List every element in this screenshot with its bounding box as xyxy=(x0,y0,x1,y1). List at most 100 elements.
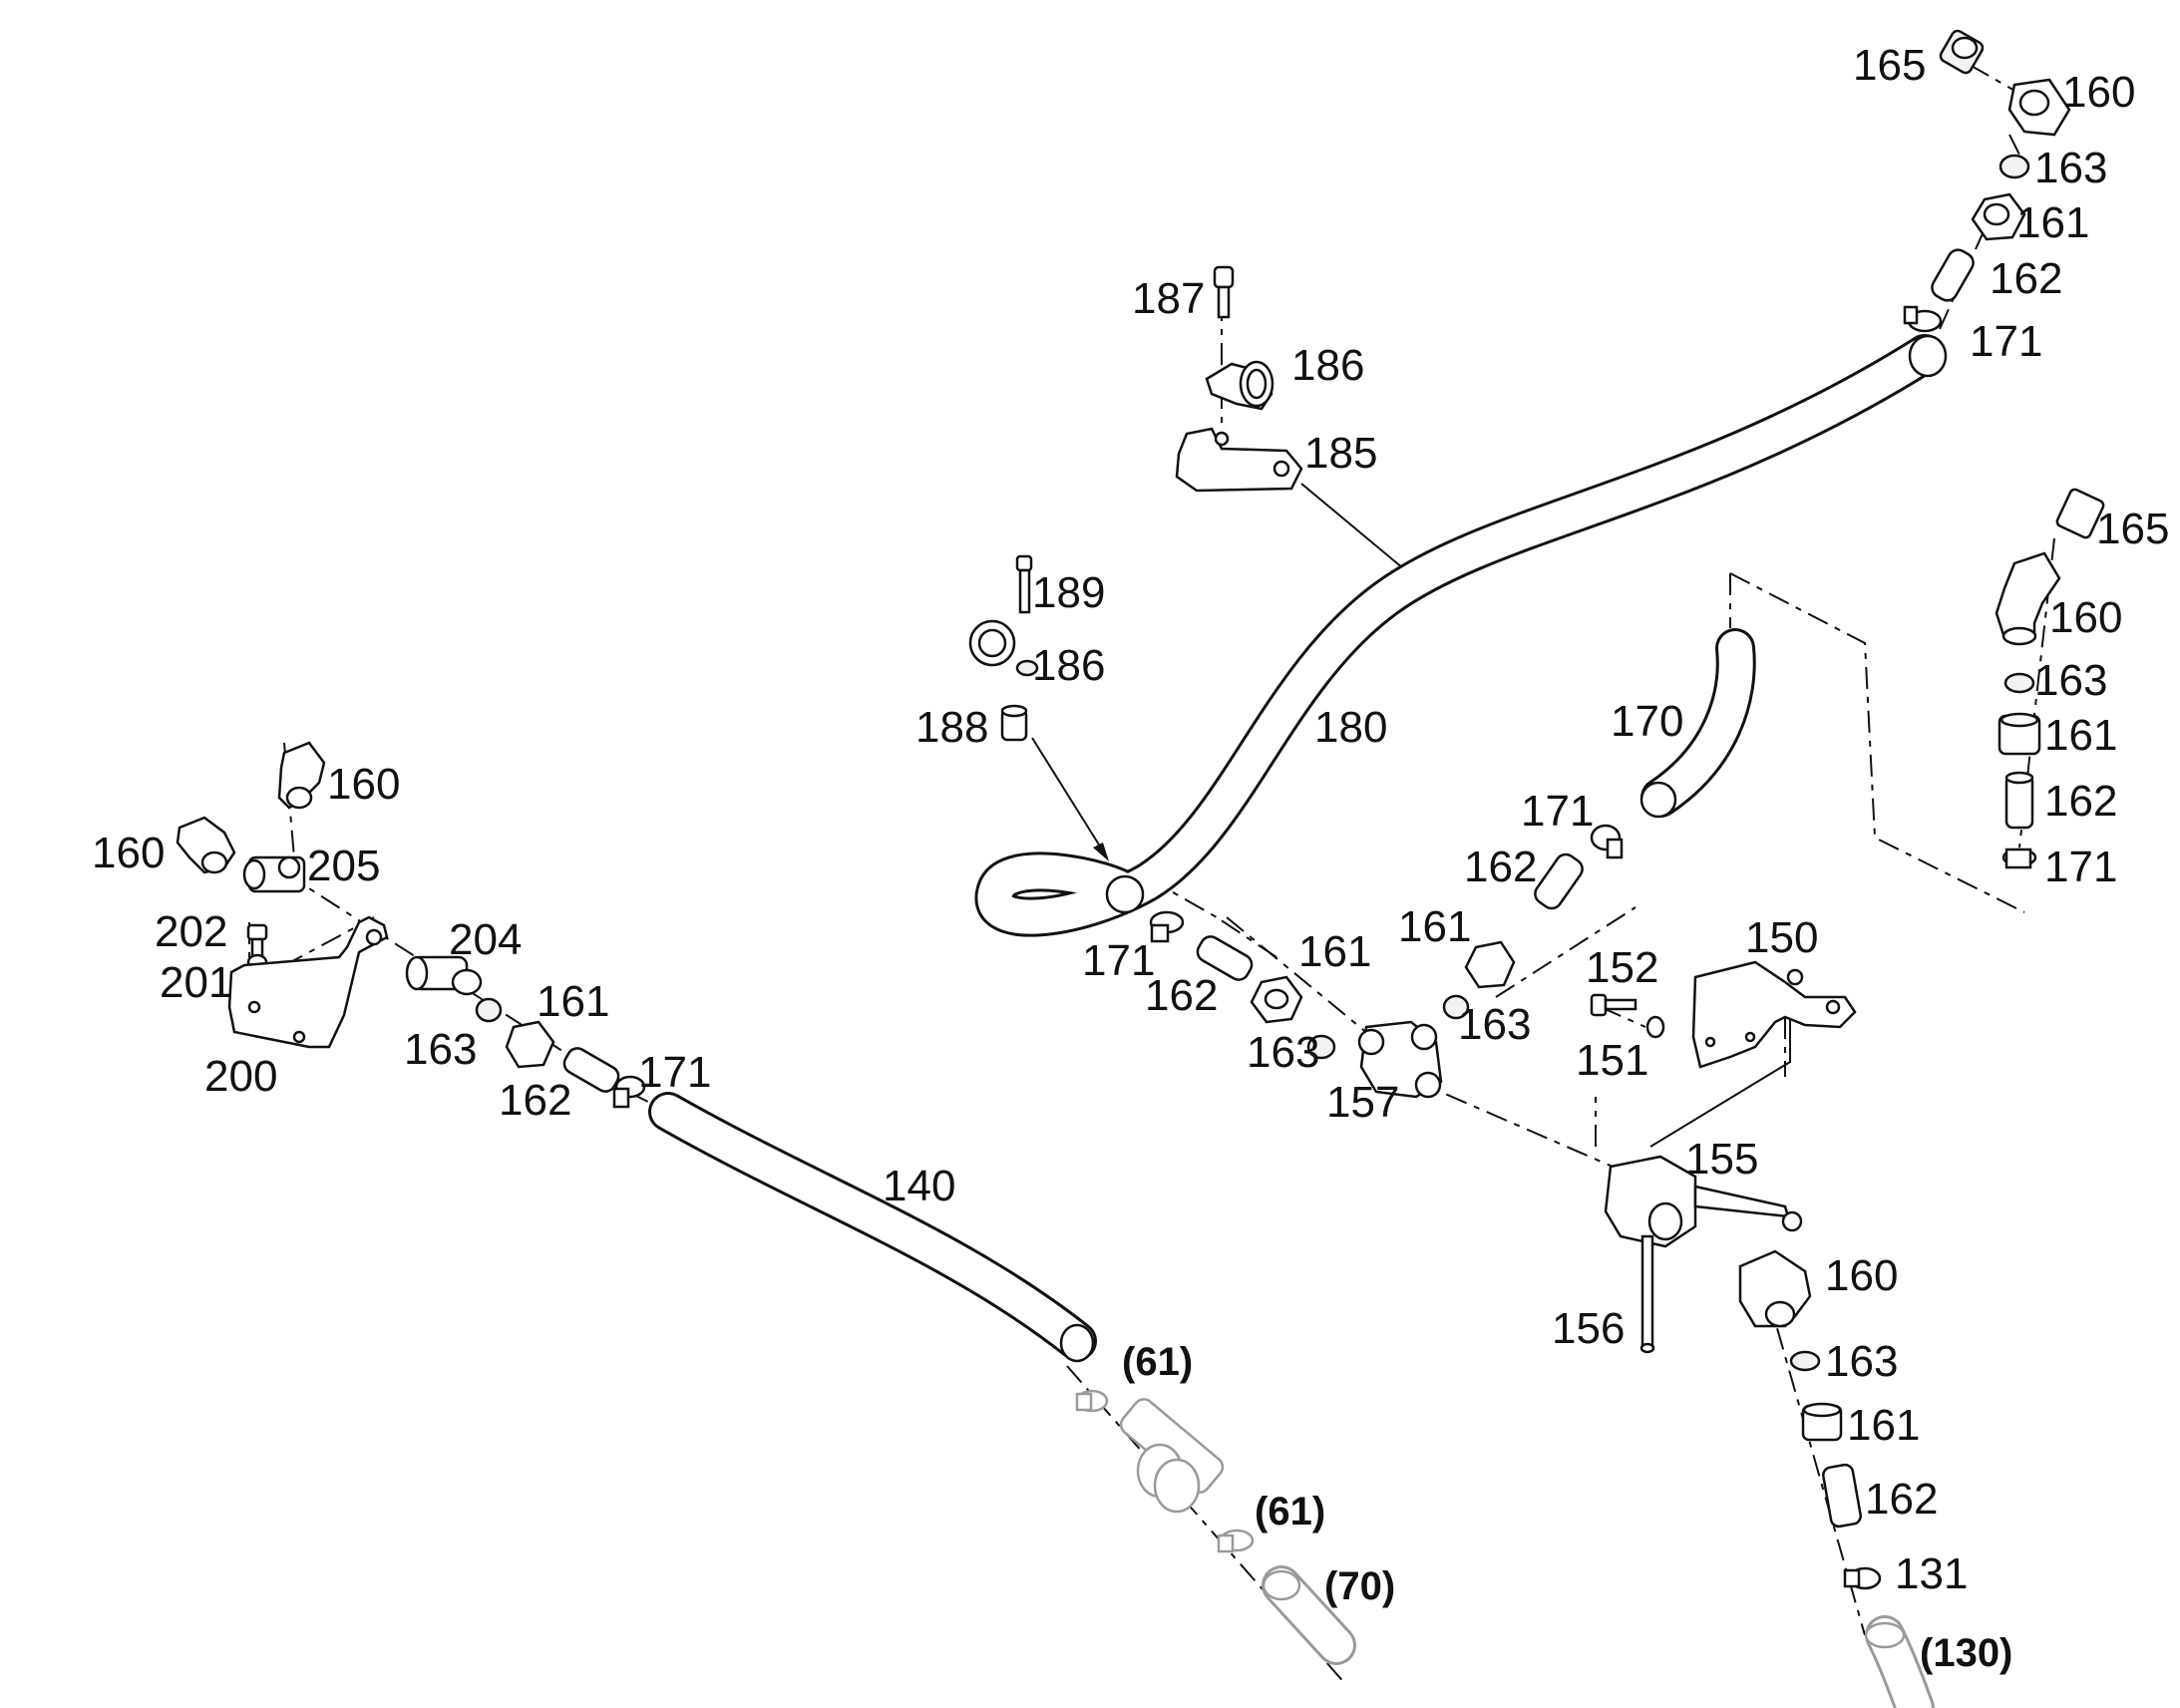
callout-165-top: 165 xyxy=(1853,41,1926,90)
bracket-185 xyxy=(1175,427,1303,493)
reference-61-lower: (61) xyxy=(1255,1490,1325,1534)
callout-204: 204 xyxy=(449,915,522,964)
sleeve-162-right xyxy=(2004,771,2034,830)
clamp-131 xyxy=(1843,1566,1882,1590)
sleeve-162-upper xyxy=(1534,853,1584,910)
tee-205 xyxy=(242,855,306,893)
callout-185: 185 xyxy=(1304,429,1377,478)
hose-140 xyxy=(648,1092,1097,1363)
screw-189 xyxy=(1015,554,1033,614)
callout-161-upper: 161 xyxy=(1398,902,1471,951)
callout-163-right: 163 xyxy=(2034,656,2107,705)
bracket-200 xyxy=(227,915,389,1049)
callout-201: 201 xyxy=(160,958,232,1007)
bracket-150 xyxy=(1691,960,1857,1069)
clip-186-top xyxy=(1205,360,1274,411)
oring-163-right xyxy=(2003,672,2035,694)
clip-186-assembly xyxy=(968,554,1039,742)
callout-171-left: 171 xyxy=(638,1048,711,1097)
callout-156: 156 xyxy=(1552,1304,1625,1353)
clamp-61-upper xyxy=(1075,1389,1109,1413)
callout-188: 188 xyxy=(915,703,988,752)
callout-163-top: 163 xyxy=(2034,144,2107,192)
connector-204 xyxy=(405,955,483,996)
callout-162-right: 162 xyxy=(2044,777,2117,826)
hose-70 xyxy=(1262,1565,1356,1665)
hose-130 xyxy=(1864,1615,1935,1708)
right-fittings xyxy=(1995,488,2105,869)
bracket-150-assembly xyxy=(1590,960,1857,1069)
callout-200: 200 xyxy=(204,1052,277,1101)
washer-151 xyxy=(1645,1015,1665,1039)
nut-161-lower xyxy=(1801,1402,1843,1442)
callout-186-top: 186 xyxy=(1291,341,1364,390)
sleeve-162-left xyxy=(562,1047,620,1093)
clamp-171-mid xyxy=(1149,910,1185,943)
callout-171-top: 171 xyxy=(1970,317,2042,366)
screw-187 xyxy=(1213,265,1235,319)
callout-160-lower: 160 xyxy=(1825,1251,1898,1300)
plug-165-top xyxy=(1939,29,1985,75)
clamp-171-right xyxy=(2001,848,2037,869)
callout-205: 205 xyxy=(307,842,380,890)
callout-151: 151 xyxy=(1576,1036,1648,1085)
oring-163-lower xyxy=(1789,1350,1821,1372)
callout-157: 157 xyxy=(1326,1078,1399,1127)
callout-165-right: 165 xyxy=(2096,505,2169,553)
bracket-185-assembly xyxy=(1175,265,1303,493)
reference-parts xyxy=(1075,1389,1356,1665)
callout-150: 150 xyxy=(1745,913,1818,962)
nut-161-top xyxy=(1971,192,2026,241)
nut-161-left xyxy=(505,1020,555,1069)
clip-186-mid xyxy=(968,619,1039,677)
callout-labels: 165 160 163 161 162 171 187 186 185 189 … xyxy=(92,41,2169,1675)
callout-131: 131 xyxy=(1895,1549,1968,1598)
callout-161-right: 161 xyxy=(2044,711,2117,760)
clamp-171-left xyxy=(612,1075,646,1109)
hose-170 xyxy=(1639,628,1756,819)
oring-163-top xyxy=(1998,154,2030,179)
callout-160-right: 160 xyxy=(2049,593,2122,642)
callout-171-mid: 171 xyxy=(1082,936,1155,985)
callout-162-mid: 162 xyxy=(1145,971,1218,1020)
hose-180 xyxy=(974,334,1948,937)
callout-162-upper: 162 xyxy=(1464,843,1537,891)
callout-161-top: 161 xyxy=(2016,198,2089,247)
left-fittings xyxy=(176,741,646,1109)
nut-161-right xyxy=(1998,712,2041,756)
screw-156 xyxy=(1639,1234,1655,1354)
callout-161-mid: 161 xyxy=(1298,927,1371,976)
tee-157 xyxy=(1357,1020,1443,1099)
callout-155: 155 xyxy=(1685,1135,1758,1184)
reference-61-upper: (61) xyxy=(1122,1340,1193,1384)
spacer-188 xyxy=(1000,704,1028,742)
reference-70: (70) xyxy=(1324,1564,1395,1608)
callout-180: 180 xyxy=(1314,703,1387,752)
coupling xyxy=(1119,1398,1225,1514)
callout-171-upper: 171 xyxy=(1521,787,1594,836)
lower-right-fittings xyxy=(1738,1249,1882,1590)
callout-162-top: 162 xyxy=(1990,254,2062,303)
valve-155-assembly xyxy=(1604,1155,1803,1354)
callout-160-top: 160 xyxy=(2062,68,2135,117)
screw-152 xyxy=(1590,993,1637,1017)
reference-130: (130) xyxy=(1920,1631,2012,1675)
clamp-61-lower xyxy=(1217,1529,1255,1553)
callout-186-mid: 186 xyxy=(1032,641,1105,690)
sleeve-162-lower xyxy=(1822,1463,1862,1529)
callout-152: 152 xyxy=(1586,943,1658,992)
callout-160-left-top: 160 xyxy=(327,760,400,809)
top-right-fittings xyxy=(1903,29,2071,333)
clamp-171-upper xyxy=(1590,824,1624,859)
sleeve-162-top xyxy=(1931,248,1975,302)
callout-189: 189 xyxy=(1032,568,1105,617)
callout-162-lower: 162 xyxy=(1865,1475,1938,1524)
callout-163-mid: 163 xyxy=(1247,1028,1319,1077)
elbow-160-right xyxy=(1995,551,2061,646)
callout-171-right: 171 xyxy=(2044,843,2117,891)
callout-160-left: 160 xyxy=(92,829,165,877)
elbow-160-top xyxy=(2007,78,2071,137)
callout-161-lower: 161 xyxy=(1847,1401,1920,1450)
middle-fittings xyxy=(1149,824,1624,1099)
